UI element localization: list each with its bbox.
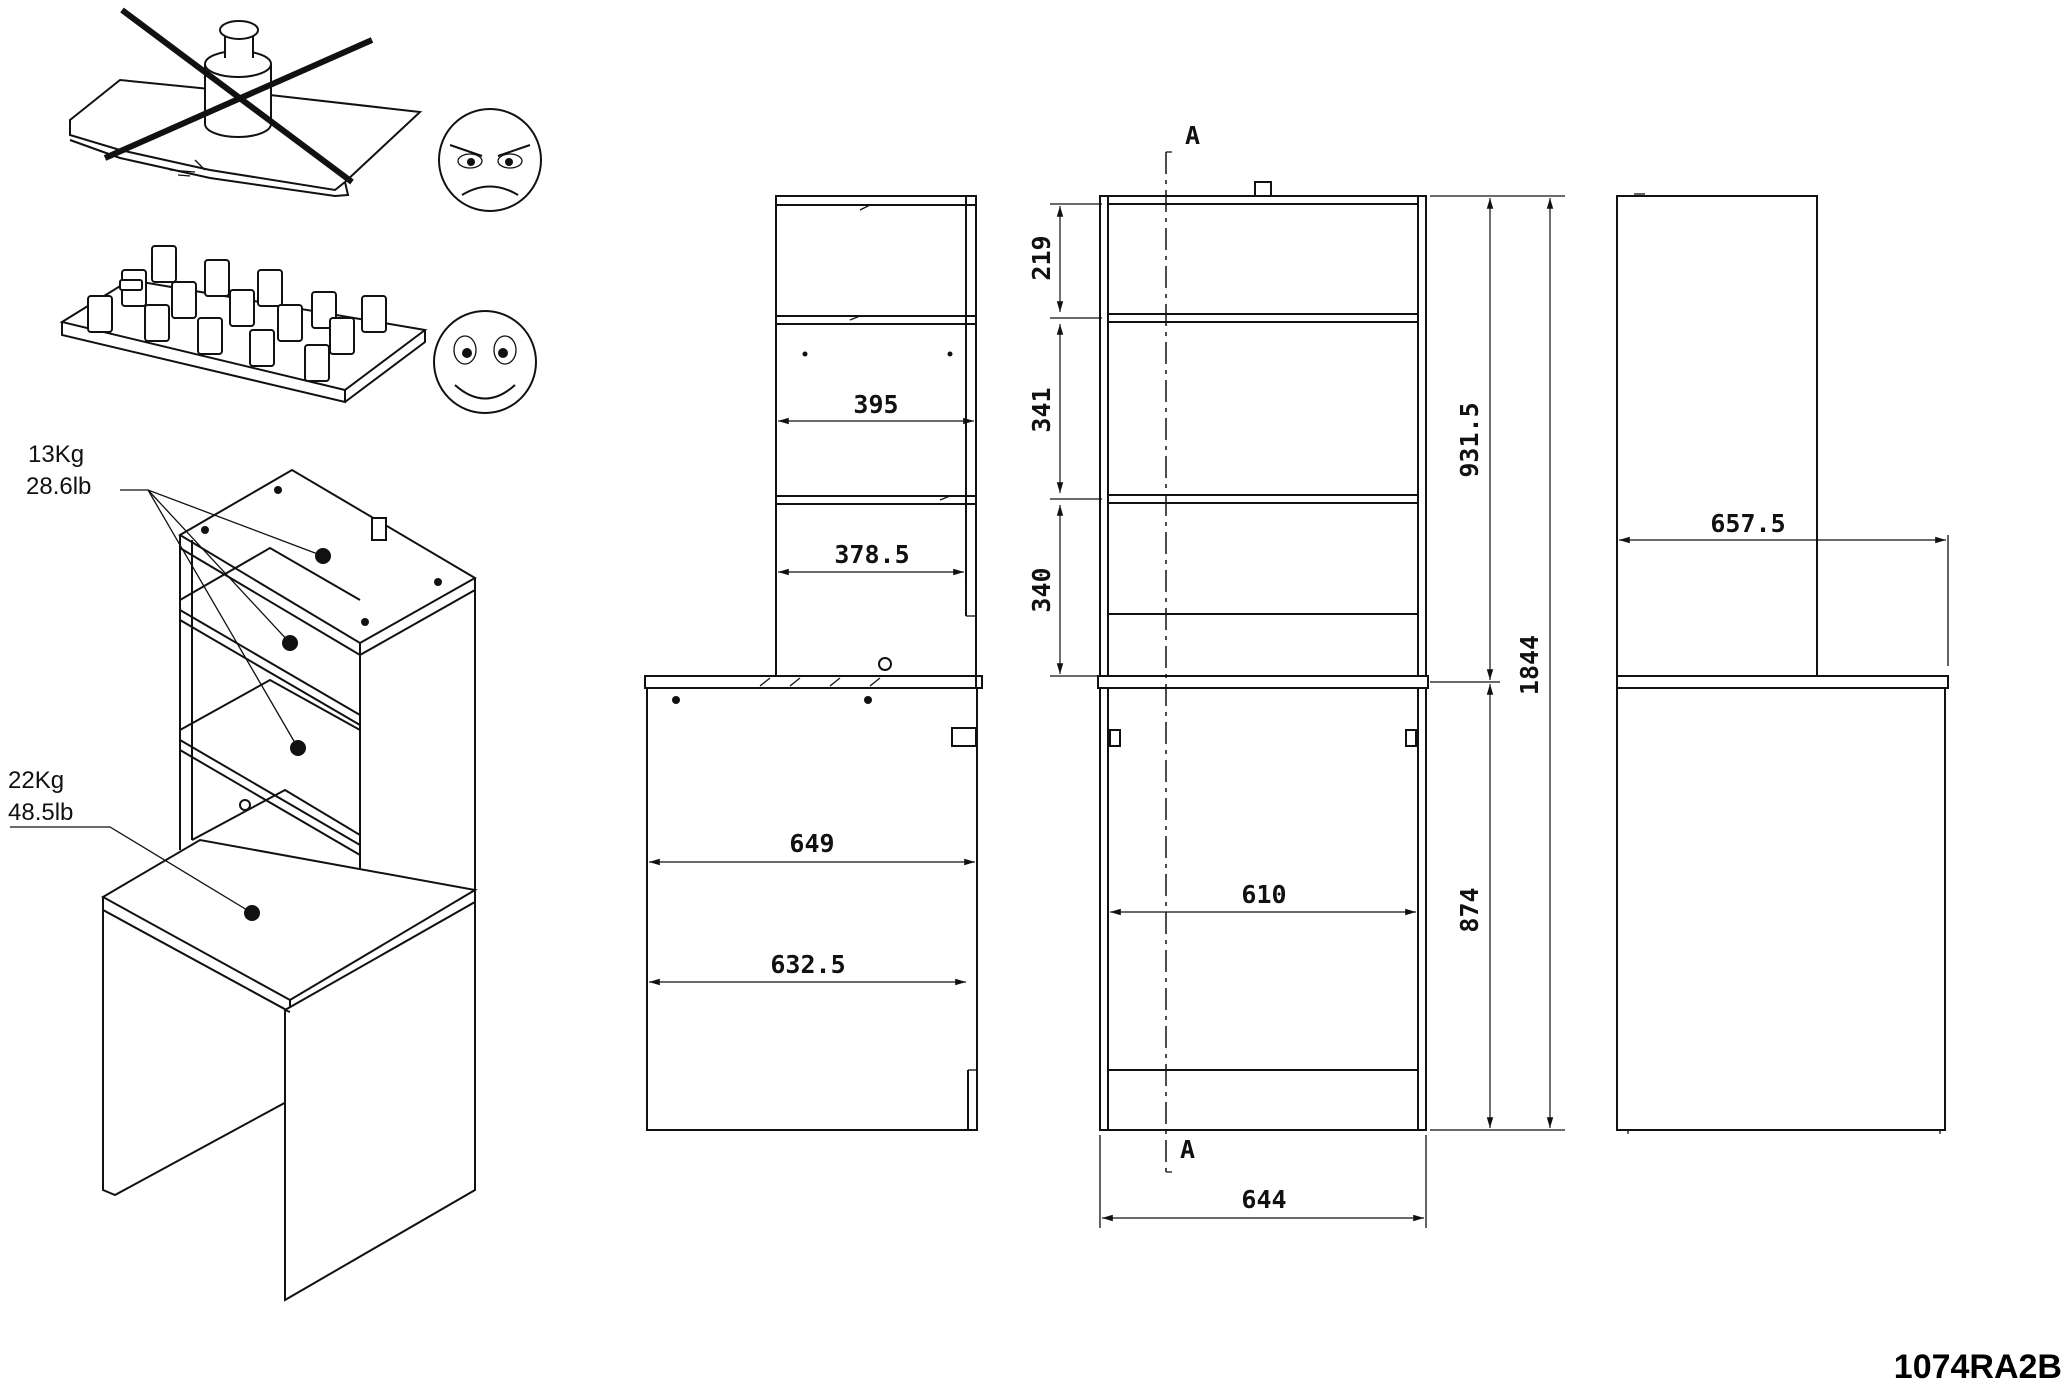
drawing-code: 1074RA2B: [1894, 1348, 2062, 1384]
distributed-weights-illustration: [59, 245, 537, 414]
front-view: [1050, 151, 1565, 1228]
dim-931-5: 931.5: [1455, 402, 1484, 477]
dim-395: 395: [853, 390, 898, 419]
bent-shelf-illustration: [69, 7, 542, 212]
section-marker-top: A: [1185, 121, 1200, 150]
right-side-view: [1616, 193, 1949, 1134]
dim-1844: 1844: [1515, 635, 1544, 695]
side-view: [644, 195, 983, 1131]
dim-644: 644: [1241, 1185, 1286, 1214]
dim-219: 219: [1027, 235, 1056, 280]
angry-face-icon: [438, 108, 542, 212]
cross-out-icon: [103, 7, 374, 185]
dim-874: 874: [1455, 887, 1484, 932]
dim-610: 610: [1241, 880, 1286, 909]
top-load-lb: 28.6lb: [26, 473, 91, 500]
isometric-desk-hutch: [10, 468, 478, 1302]
dim-340: 340: [1027, 567, 1056, 612]
happy-face-icon: [433, 310, 537, 414]
dim-378-5: 378.5: [834, 540, 909, 569]
dim-649: 649: [789, 829, 834, 858]
dim-341: 341: [1027, 387, 1056, 432]
top-load-kg: 13Kg: [28, 441, 84, 468]
dim-632-5: 632.5: [770, 950, 845, 979]
bottom-load-kg: 22Kg: [8, 767, 64, 794]
section-marker-bottom: A: [1180, 1135, 1195, 1164]
dim-657-5: 657.5: [1710, 509, 1785, 538]
bottom-load-lb: 48.5lb: [8, 799, 73, 826]
